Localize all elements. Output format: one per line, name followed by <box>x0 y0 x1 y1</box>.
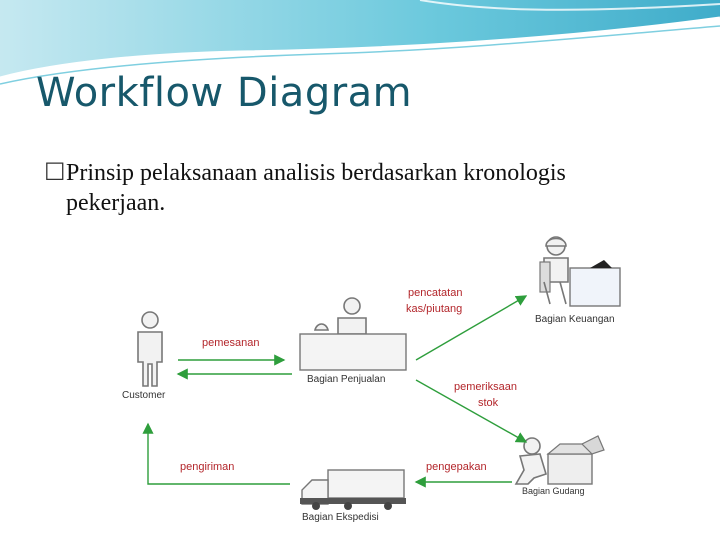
arrow-pengiriman <box>142 422 290 485</box>
ekspedisi-label: Bagian Ekspedisi <box>302 512 379 523</box>
flow-label-pengepakan: pengepakan <box>426 461 487 473</box>
flow-label-pemeriksaan-2: stok <box>478 397 499 409</box>
warehouse-worker-icon <box>514 435 605 485</box>
header-swoosh-decoration <box>0 0 720 85</box>
arrow-pencatatan <box>415 295 528 361</box>
bullet-paragraph: ☐Prinsip pelaksanaan analisis berdasarka… <box>44 158 684 218</box>
gudang-label: Bagian Gudang <box>522 486 585 496</box>
flow-label-pencatatan-2: kas/piutang <box>406 303 462 315</box>
finance-clerk-icon <box>539 236 621 307</box>
arrow-pemeriksaan <box>415 379 528 443</box>
bullet-text-line2: pekerjaan. <box>66 190 166 216</box>
flow-label-pemeriksaan-1: pemeriksaan <box>454 381 517 393</box>
flow-label-pemesanan: pemesanan <box>202 337 260 349</box>
flow-label-pengiriman: pengiriman <box>180 461 234 473</box>
flow-label-pencatatan-1: pencatatan <box>408 287 462 299</box>
customer-figure-icon <box>137 311 163 387</box>
slide-title: Workflow Diagram <box>36 70 413 116</box>
keuangan-label: Bagian Keuangan <box>535 314 615 325</box>
bullet-icon: ☐ <box>44 160 66 186</box>
bullet-text-line1: Prinsip pelaksanaan analisis berdasarkan… <box>66 160 566 186</box>
delivery-truck-icon <box>300 469 406 510</box>
workflow-diagram: Customer Bagian Penjualan Bagian Keuanga… <box>122 236 621 523</box>
penjualan-label: Bagian Penjualan <box>307 374 385 385</box>
sales-clerk-icon <box>299 297 407 371</box>
customer-label: Customer <box>122 390 166 401</box>
